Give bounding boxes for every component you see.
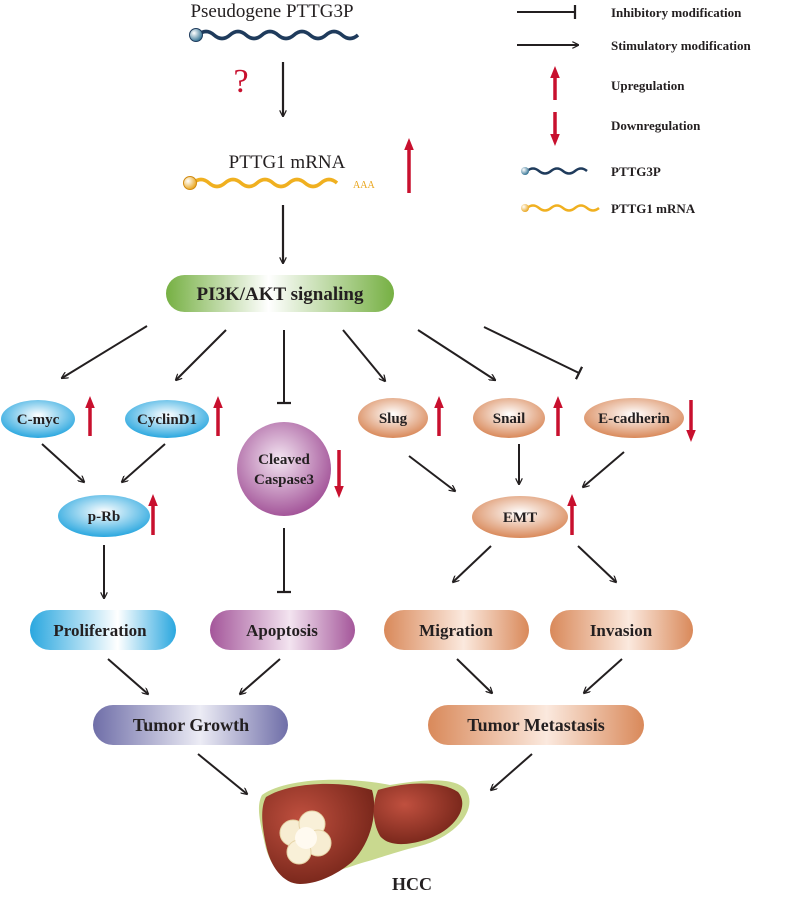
tumor-nodule [279,810,332,865]
cyclind1-node [125,400,209,438]
snail-label: Snail [493,411,526,427]
polya-tail-label: AAA [353,180,375,191]
invasion-node [550,610,693,650]
tumor-metastasis-label: Tumor Metastasis [467,715,605,735]
legend-stimulatory-label: Stimulatory modification [611,38,752,53]
arrow-growth-to-hcc [197,753,247,794]
arrow-pi3k-to-snail [417,329,495,380]
pttg3p-title: Pseudogene PTTG3P [190,1,353,22]
arrow-slug-to-emt [408,455,455,491]
emt-label: EMT [503,510,537,526]
slug-label: Slug [379,411,408,427]
cmyc-label: C-myc [17,412,60,428]
emt-node [472,496,568,538]
invasion-label: Invasion [590,621,653,640]
arrow-emt-to-migration [453,545,492,582]
prb-label: p-Rb [88,509,121,525]
slug-node [358,398,428,438]
arrow-pi3k-to-cmyc [62,325,148,378]
hcc-label: HCC [392,874,432,894]
pi3k-akt-node [166,275,394,312]
arrow-cmyc-to-prb [41,443,84,482]
caspase-label-line1: Cleaved [258,452,310,468]
legend-inhibitory-label: Inhibitory modification [611,5,742,20]
arrow-metastasis-to-hcc [491,753,533,790]
legend-pttg1-label: PTTG1 mRNA [611,201,696,216]
arrow-ecadherin-to-emt [583,451,625,487]
snail-node [473,398,545,438]
inhibit-pi3k-to-ecadherin [483,326,584,380]
ecadherin-label: E-cadherin [598,411,670,427]
arrow-cyclind1-to-prb [122,443,166,482]
pttg3p-gene-icon [189,28,360,42]
legend-pttg1-symbol [521,204,600,212]
legend-pttg3p-symbol [521,167,588,175]
legend-pttg3p-label: PTTG3P [611,164,661,179]
arrow-emt-to-invasion [577,545,616,582]
proliferation-node [30,610,176,650]
migration-label: Migration [419,621,493,640]
tumor-metastasis-node [428,705,644,745]
arrow-pi3k-to-slug [342,329,385,381]
arrow-invasion-to-metastasis [584,658,623,693]
pttg1-mrna-icon [183,176,339,190]
legend: Inhibitory modification Stimulatory modi… [517,5,752,216]
tumor-growth-node [93,705,288,745]
proliferation-label: Proliferation [53,621,147,640]
cyclind1-label: CyclinD1 [137,412,197,428]
cmyc-node [1,400,75,438]
liver-illustration [258,779,470,884]
arrow-proliferation-to-growth [107,658,148,694]
ecadherin-node [584,398,684,438]
pttg1-mrna-label: PTTG1 mRNA [229,152,346,173]
legend-down-label: Downregulation [611,118,701,133]
cleaved-caspase3-node [237,422,331,516]
unknown-mechanism-question: ? [233,63,248,100]
apoptosis-node [210,610,355,650]
legend-up-label: Upregulation [611,78,685,93]
arrow-pi3k-to-cyclind1 [176,329,227,380]
prb-node [58,495,150,537]
tumor-growth-label: Tumor Growth [133,715,249,735]
apoptosis-label: Apoptosis [246,621,318,640]
migration-node [384,610,529,650]
pi3k-akt-label: PI3K/AKT signaling [196,284,364,305]
arrow-migration-to-metastasis [456,658,492,693]
arrow-apoptosis-to-growth [240,658,281,694]
caspase-label-line2: Caspase3 [254,472,314,488]
